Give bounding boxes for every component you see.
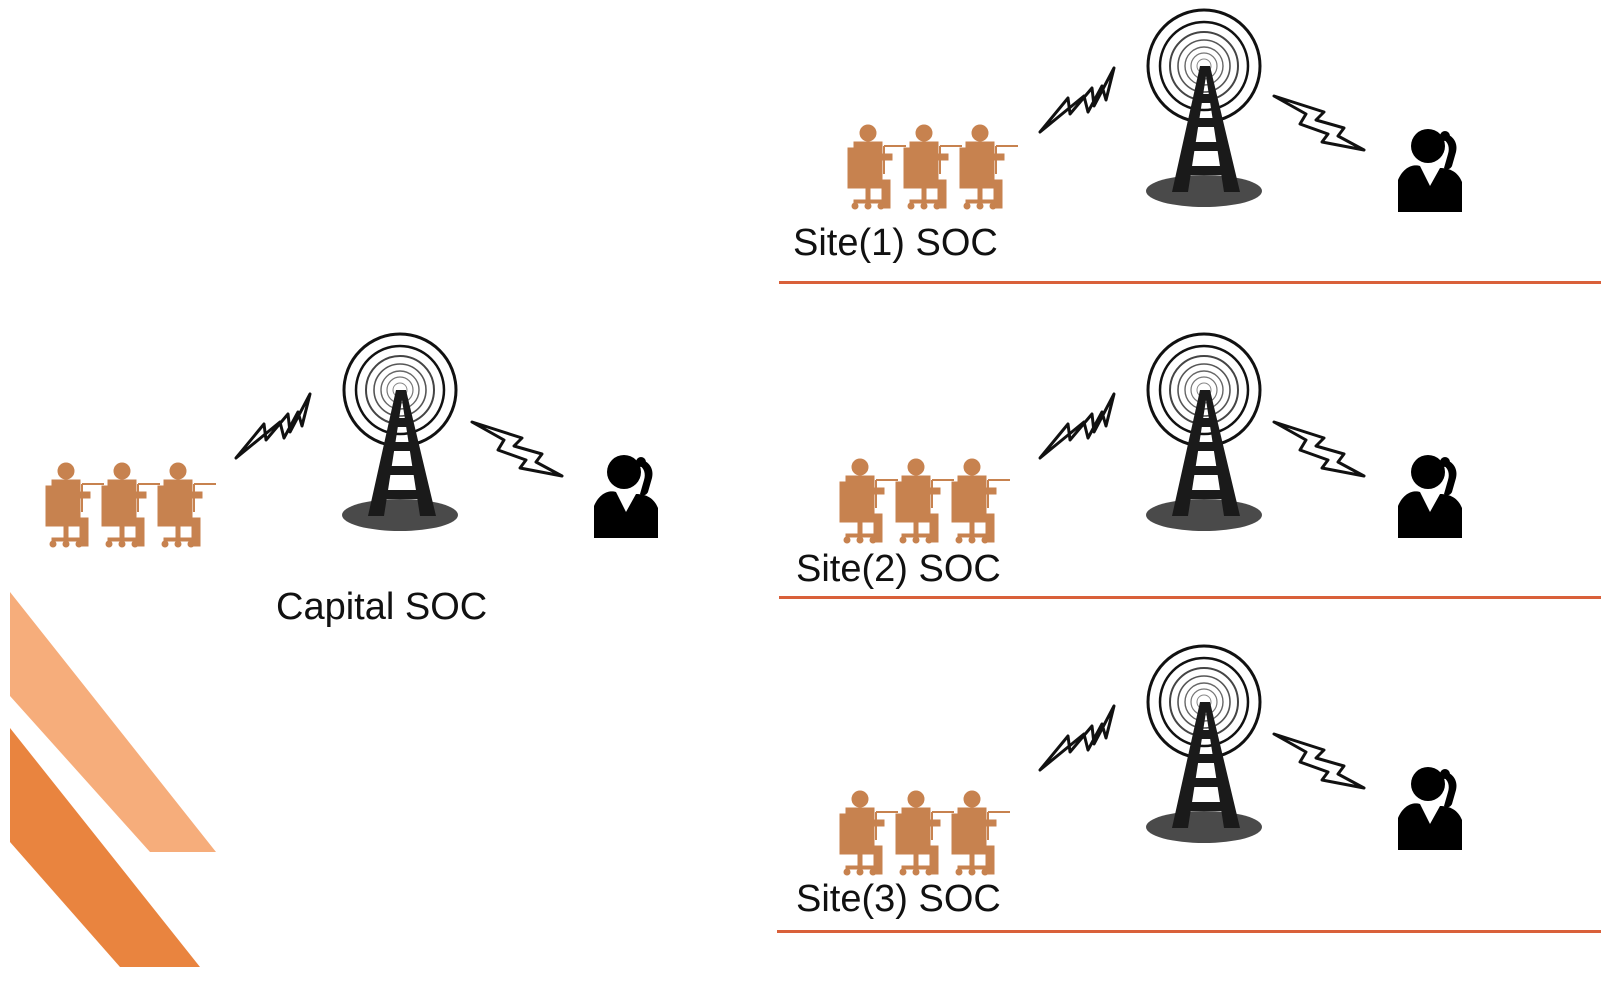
- soc-operators-icon: [839, 790, 1011, 876]
- wireless-link-icon: [1272, 732, 1366, 790]
- soc-operators-icon: [847, 124, 1019, 210]
- divider-line: [779, 596, 1601, 599]
- divider-line: [777, 930, 1601, 933]
- stripe-dark: [10, 728, 200, 967]
- radio-tower-icon: [1144, 332, 1264, 533]
- group-label: Site(3) SOC: [796, 878, 1001, 920]
- group-label: Site(1) SOC: [793, 222, 998, 264]
- wireless-link-icon: [1272, 420, 1366, 478]
- wireless-link-icon: [1038, 392, 1116, 460]
- radio-tower-icon: [1144, 8, 1264, 209]
- phone-user-icon: [594, 455, 658, 538]
- stripe-light: [10, 592, 216, 852]
- radio-tower-icon: [340, 332, 460, 533]
- wireless-link-icon: [234, 392, 312, 460]
- wireless-link-icon: [1038, 66, 1116, 134]
- decorative-stripes: [10, 592, 216, 967]
- soc-operators-icon: [839, 458, 1011, 544]
- wireless-link-icon: [1038, 704, 1116, 772]
- soc-operators-icon: [45, 462, 217, 548]
- divider-line: [779, 281, 1601, 284]
- wireless-link-icon: [470, 420, 564, 478]
- wireless-link-icon: [1272, 94, 1366, 152]
- phone-user-icon: [1398, 767, 1462, 850]
- radio-tower-icon: [1144, 644, 1264, 845]
- phone-user-icon: [1398, 455, 1462, 538]
- phone-user-icon: [1398, 129, 1462, 212]
- group-label: Site(2) SOC: [796, 548, 1001, 590]
- group-label: Capital SOC: [276, 586, 488, 628]
